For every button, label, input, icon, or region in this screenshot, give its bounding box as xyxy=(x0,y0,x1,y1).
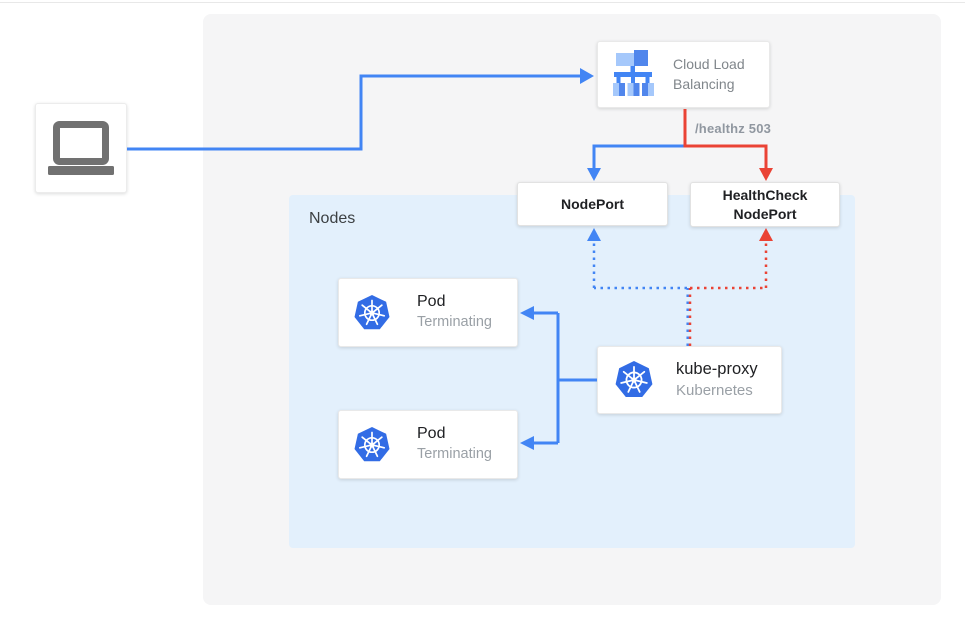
healthcheck-label-line1: HealthCheck xyxy=(722,187,808,204)
kube-proxy-labels: kube-proxy Kubernetes xyxy=(676,359,758,401)
healthcheck-label-line2: NodePort xyxy=(733,205,797,222)
cloud-load-balancing-label: Cloud Load Balancing xyxy=(673,55,745,92)
kubernetes-icon xyxy=(354,294,390,329)
page-top-border xyxy=(0,2,965,3)
pod-title: Pod xyxy=(417,293,446,311)
nodes-label: Nodes xyxy=(309,210,356,227)
healthcheck-nodeport-card: HealthCheck NodePort xyxy=(690,182,840,227)
kube-proxy-card: kube-proxy Kubernetes xyxy=(597,346,782,414)
kube-proxy-subtitle: Kubernetes xyxy=(676,381,753,399)
nodeport-card: NodePort xyxy=(517,182,668,226)
cloud-load-balancing-icon xyxy=(613,49,654,96)
pod-labels: Pod Terminating xyxy=(417,292,492,332)
kubernetes-icon xyxy=(615,361,653,398)
pod-title: Pod xyxy=(417,425,446,443)
healthz-status-label: /healthz 503 xyxy=(695,121,772,136)
pod-status: Terminating xyxy=(417,314,492,331)
client-box xyxy=(35,103,127,193)
pod-status: Terminating xyxy=(417,446,492,463)
kube-proxy-title: kube-proxy xyxy=(676,360,758,379)
laptop-icon xyxy=(48,121,114,175)
pod-card: Pod Terminating xyxy=(338,410,518,479)
nodeport-label: NodePort xyxy=(561,196,624,212)
pod-card: Pod Terminating xyxy=(338,278,518,347)
pod-labels: Pod Terminating xyxy=(417,424,492,464)
cloud-load-balancing-card: Cloud Load Balancing xyxy=(597,41,770,108)
kubernetes-icon xyxy=(354,426,390,461)
